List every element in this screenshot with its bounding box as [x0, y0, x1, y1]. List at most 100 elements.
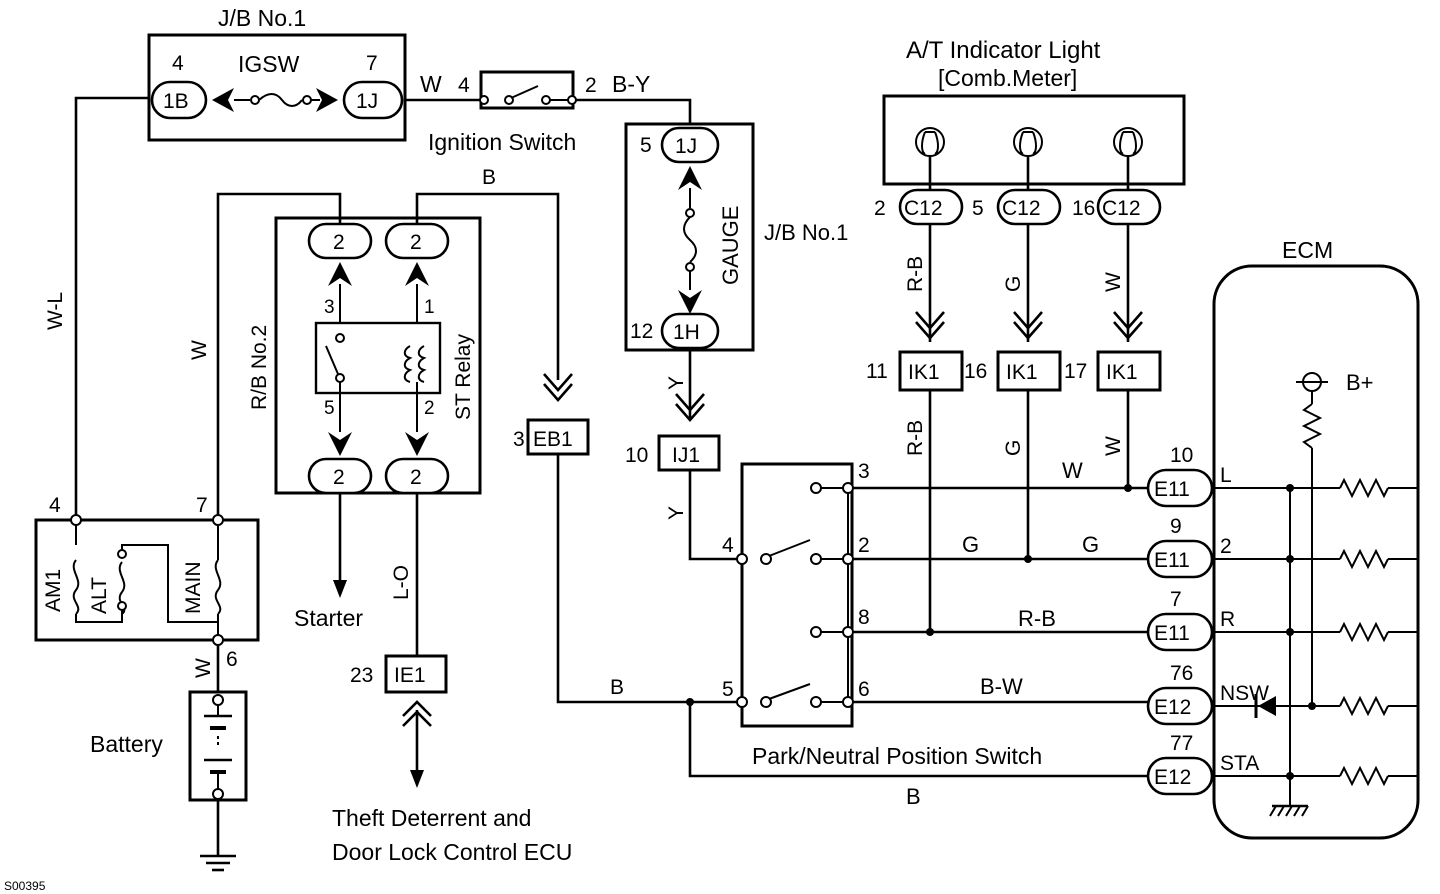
c12-pin: 5	[972, 197, 984, 220]
ecu-arrow-icon	[410, 770, 424, 788]
ecm-conn-label: E11	[1154, 549, 1190, 572]
conn-ie1	[384, 654, 448, 694]
ecm-box	[1212, 264, 1420, 840]
c12-pin: 16	[1072, 197, 1095, 220]
c12-pin: 2	[874, 197, 886, 220]
conn-c12-label: C12	[1102, 197, 1141, 220]
relay-conn-top-right-label: 2	[410, 231, 422, 254]
ecm-terminal-name: L	[1220, 464, 1232, 487]
wire-label: G	[1002, 440, 1025, 456]
pns-pin-5: 5	[722, 678, 734, 701]
wire-b-w: B-W	[980, 674, 1023, 699]
pullup-resistor-icon	[1301, 403, 1323, 449]
ecm-terminal-name: STA	[1220, 752, 1259, 775]
conn-ik1	[898, 350, 964, 392]
ignition-switch-label: Ignition Switch	[428, 129, 576, 155]
fusible-pin-6: 6	[226, 648, 238, 671]
igsw-right-pin: 7	[366, 52, 378, 75]
resistor-icon	[1339, 477, 1389, 499]
wire-w-ign: W	[420, 71, 442, 97]
pns-switch-upper-icon	[768, 539, 811, 557]
wire-l-o: L-O	[390, 565, 413, 600]
conn-ie1-label: IE1	[394, 664, 426, 687]
am1-fuse-icon	[72, 559, 80, 615]
relay-pin-2: 2	[424, 398, 435, 419]
lamp-filament-icon	[1019, 131, 1037, 155]
ecm-conn-label: E11	[1154, 622, 1190, 645]
wire-label: R-B	[904, 256, 927, 292]
wire-b-mid: B	[610, 676, 624, 699]
wire-label: W	[1102, 272, 1125, 292]
pns-label: Park/Neutral Position Switch	[752, 743, 1042, 769]
ecm-conn-label: E11	[1154, 478, 1190, 501]
wire-l: W	[1062, 458, 1083, 483]
gauge-top-pin: 5	[640, 134, 652, 157]
conn-eb1-label: EB1	[533, 428, 573, 451]
starter-arrow-icon	[333, 580, 347, 598]
wire-w-relay: W	[188, 340, 211, 360]
fusible-pin-7: 7	[196, 494, 208, 517]
relay-conn-bot-left-label: 2	[333, 466, 345, 489]
wire-label: R-B	[904, 420, 927, 456]
ecu-label-line1: Theft Deterrent and	[332, 805, 531, 831]
ecu-label-line2: Door Lock Control ECU	[332, 839, 572, 865]
relay-conn-top-left-label: 2	[333, 231, 345, 254]
wire-g-a: G	[962, 532, 979, 557]
wire-w-bat: W	[192, 658, 215, 678]
ecm-terminal-num: 7	[1170, 588, 1182, 611]
fusible-am1: AM1	[42, 569, 65, 612]
ecm-conn-label: E12	[1154, 696, 1191, 719]
relay-contact-icon	[325, 345, 339, 375]
fusible-alt: ALT	[88, 577, 111, 614]
indicator-title: A/T Indicator Light	[906, 37, 1101, 64]
pns-switch-lower-icon	[768, 683, 811, 700]
lamp-filament-icon	[921, 131, 939, 155]
conn-ik1-label: IK1	[908, 361, 940, 384]
conn-1b	[150, 80, 208, 120]
conn-1j-top	[342, 80, 404, 120]
conn-1h-label: 1H	[673, 321, 700, 344]
pns-pin-4: 4	[722, 534, 734, 557]
igsw-fuse-label: IGSW	[238, 51, 300, 77]
ecm-terminal-name: NSW	[1220, 682, 1269, 705]
fusible-main: MAIN	[182, 562, 205, 615]
relay-pin-5: 5	[324, 398, 335, 419]
gauge-fuse-icon	[683, 216, 697, 263]
diode-icon	[1258, 696, 1276, 716]
ecm-terminal-name: R	[1220, 608, 1235, 631]
st-relay-label: ST Relay	[452, 334, 475, 420]
conn-c12-label: C12	[1002, 197, 1041, 220]
jb1-title: J/B No.1	[218, 5, 306, 31]
conn-1j-gauge-label: 1J	[675, 135, 697, 158]
wire-g-b: G	[1082, 532, 1099, 557]
ign-pin-in: 4	[458, 74, 470, 97]
diagram-code: S00395	[4, 879, 46, 893]
ecm-title: ECM	[1282, 237, 1333, 263]
fusible-pin-4: 4	[49, 494, 61, 517]
conn-ik1-label: IK1	[1006, 361, 1038, 384]
wire-label: W	[1102, 436, 1125, 456]
ie1-pin: 23	[350, 664, 373, 687]
conn-ik1	[996, 350, 1062, 392]
ign-pin-out: 2	[585, 74, 597, 97]
conn-ik1-label: IK1	[1106, 361, 1138, 384]
battery-label: Battery	[90, 731, 163, 757]
indicator-subtitle: [Comb.Meter]	[938, 65, 1077, 91]
wire-label: G	[1002, 276, 1025, 292]
eb1-pin: 3	[513, 428, 525, 451]
relay-conn-bot-right-label: 2	[410, 466, 422, 489]
rb2-label: R/B No.2	[248, 325, 271, 410]
gauge-bot-pin: 12	[630, 320, 653, 343]
wire-b-top: B	[482, 166, 496, 189]
ik1-pin: 16	[964, 360, 987, 383]
ecm-terminal-num: 10	[1170, 444, 1193, 467]
gauge-fuse-label: GAUGE	[718, 206, 743, 285]
wire-b-y: B-Y	[612, 71, 650, 97]
conn-1j-top-label: 1J	[356, 90, 378, 113]
conn-ij1-label: IJ1	[672, 444, 700, 467]
wire-w-l: W-L	[44, 292, 67, 330]
arrow-right-icon	[316, 88, 338, 112]
